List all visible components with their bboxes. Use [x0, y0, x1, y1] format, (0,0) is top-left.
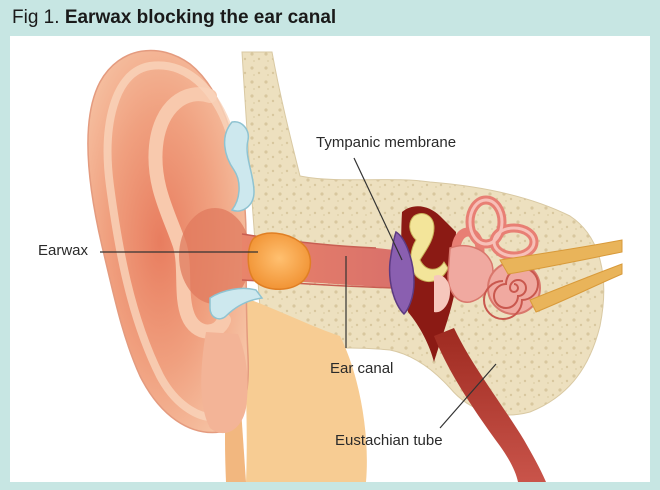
tympanic-membrane-leader-line [353, 157, 403, 261]
earlobe [201, 332, 248, 434]
antihelix [148, 87, 231, 339]
earwax-plug [247, 232, 312, 290]
figure-heading: Earwax blocking the ear canal [64, 7, 337, 28]
tympanic-membrane-shape [388, 230, 415, 316]
cochlea [483, 261, 541, 320]
figure-title: Fig 1. Earwax blocking the ear canal [12, 4, 336, 32]
ossicles [409, 213, 449, 283]
cartilage-lower [209, 287, 264, 320]
semicircular-canals-highlight [468, 198, 536, 258]
concha [179, 208, 251, 304]
helix-rim [103, 61, 240, 422]
figure-number: Fig 1. [12, 7, 60, 28]
auditory-nerve [499, 239, 623, 313]
tympanic-membrane-label: Tympanic membrane [316, 134, 457, 151]
eustachian-tube-shape [434, 328, 546, 482]
eustachian-tube-label: Eustachian tube [335, 432, 443, 449]
ear-anatomy-illustration [87, 49, 623, 482]
neck-tissue [240, 296, 367, 482]
diagram-panel: Tympanic membrane Earwax Ear canal Eusta… [10, 36, 650, 482]
eustachian-tube-leader-line [439, 363, 497, 429]
earwax-label: Earwax [38, 242, 89, 259]
cartilage-upper [223, 121, 255, 212]
middle-ear-lining [434, 274, 450, 313]
ear-canal-label: Ear canal [330, 360, 394, 377]
